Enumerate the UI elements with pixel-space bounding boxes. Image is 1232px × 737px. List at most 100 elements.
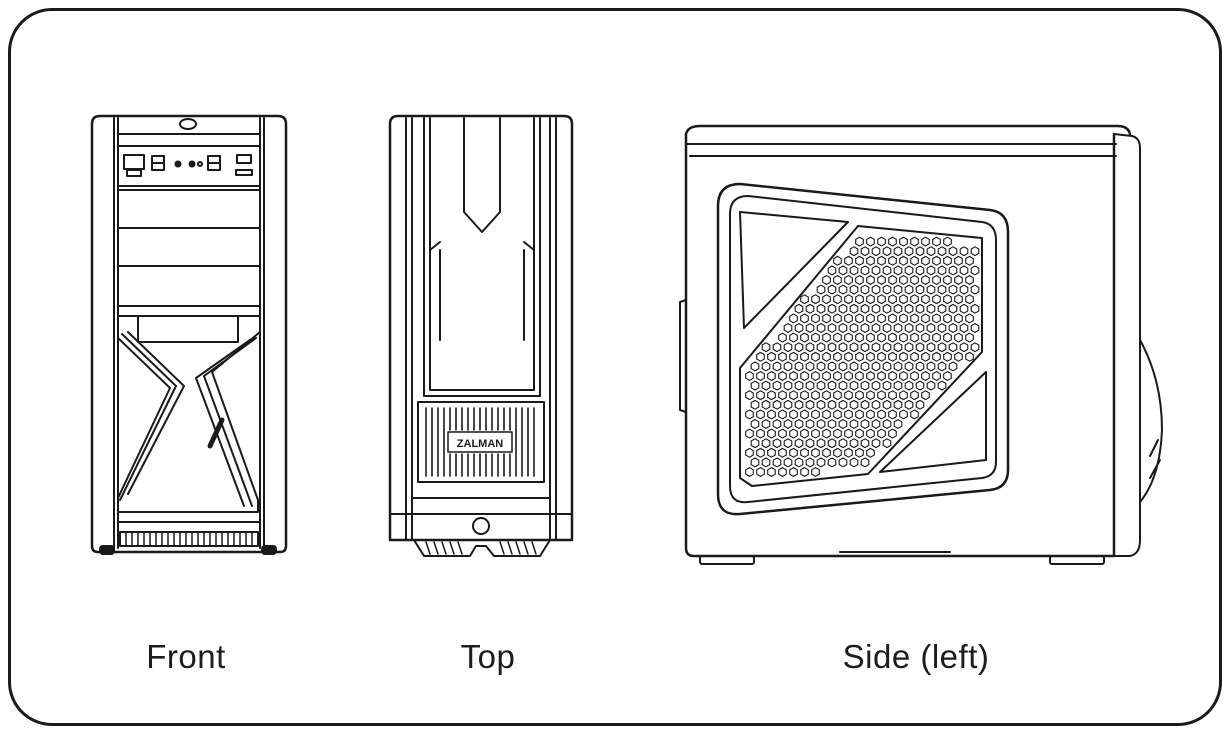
mesh-hole [910, 332, 919, 343]
mesh-hole [860, 323, 870, 333]
mesh-hole [794, 419, 804, 429]
mesh-hole [915, 265, 925, 276]
mesh-hole [926, 323, 936, 333]
mesh-hole [805, 380, 815, 391]
mesh-hole [948, 342, 958, 353]
mesh-hole [827, 399, 837, 410]
mesh-hole [888, 371, 897, 381]
mesh-hole [860, 438, 870, 449]
mesh-hole [811, 332, 820, 343]
mesh-hole [800, 351, 809, 362]
mesh-hole [965, 275, 974, 285]
mesh-hole [772, 342, 782, 353]
mesh-hole [822, 332, 831, 343]
mesh-hole [816, 438, 826, 449]
mesh-hole [800, 447, 809, 458]
mesh-hole [860, 265, 870, 276]
mesh-hole [794, 323, 804, 333]
mesh-hole [855, 409, 864, 420]
mesh-hole [805, 438, 815, 449]
honeycomb-mesh [745, 236, 980, 477]
mesh-hole [932, 294, 941, 305]
mesh-hole [893, 399, 903, 410]
mesh-hole [800, 390, 809, 401]
mesh-hole [904, 265, 914, 276]
mesh-hole [833, 313, 842, 324]
mesh-hole [800, 467, 809, 477]
mesh-hole [970, 303, 980, 314]
mesh-hole [899, 351, 908, 362]
mesh-hole [844, 447, 853, 458]
mesh-hole [871, 342, 881, 353]
mesh-hole [789, 371, 798, 381]
mesh-hole [943, 332, 952, 343]
mesh-hole [833, 275, 842, 285]
mesh-hole [822, 294, 831, 305]
mesh-hole [827, 419, 837, 429]
mesh-hole [822, 275, 831, 285]
mesh-hole [789, 390, 798, 401]
mesh-hole [789, 351, 798, 362]
mesh-hole [959, 342, 969, 353]
mesh-hole [833, 371, 842, 381]
mesh-hole [811, 351, 820, 362]
mesh-hole [783, 438, 793, 449]
mesh-hole [948, 361, 958, 372]
mesh-hole [783, 419, 793, 429]
mesh-hole [800, 332, 809, 343]
mesh-hole [756, 351, 765, 362]
mesh-hole [855, 294, 864, 305]
mesh-hole [915, 380, 925, 391]
mesh-hole [844, 275, 853, 285]
mesh-hole [849, 419, 859, 429]
mesh-hole [849, 438, 859, 449]
mesh-hole [882, 303, 892, 314]
mesh-hole [860, 380, 870, 391]
mesh-hole [811, 409, 820, 420]
mesh-hole [954, 275, 963, 285]
mesh-hole [794, 399, 804, 410]
mesh-hole [882, 342, 892, 353]
mesh-hole [877, 409, 886, 420]
mesh-hole [805, 361, 815, 372]
mesh-hole [855, 447, 864, 458]
mesh-hole [844, 428, 853, 439]
mesh-hole [899, 332, 908, 343]
mesh-hole [789, 428, 798, 439]
mesh-hole [750, 419, 760, 429]
mesh-hole [789, 447, 798, 458]
mesh-hole [921, 236, 930, 247]
mesh-hole [761, 438, 771, 449]
mesh-hole [893, 303, 903, 314]
mesh-hole [811, 428, 820, 439]
mesh-hole [877, 428, 886, 439]
mesh-hole [783, 457, 793, 468]
mesh-hole [805, 303, 815, 314]
mesh-hole [833, 390, 842, 401]
mesh-hole [816, 457, 826, 468]
mesh-hole [756, 409, 765, 420]
mesh-hole [855, 428, 864, 439]
mesh-hole [915, 246, 925, 257]
mesh-hole [849, 399, 859, 410]
mesh-hole [954, 313, 963, 324]
mesh-hole [970, 284, 980, 295]
side-caption: Side (left) [842, 638, 990, 675]
mesh-hole [838, 323, 848, 333]
mesh-hole [893, 246, 903, 257]
mesh-hole [860, 361, 870, 372]
mesh-hole [877, 390, 886, 401]
mesh-hole [954, 294, 963, 305]
mesh-hole [772, 457, 782, 468]
mesh-hole [855, 351, 864, 362]
mesh-hole [888, 255, 897, 266]
mesh-hole [783, 323, 793, 333]
mesh-hole [937, 303, 947, 314]
mesh-hole [822, 447, 831, 458]
mesh-hole [915, 399, 925, 410]
mesh-hole [761, 342, 771, 353]
mesh-hole [860, 303, 870, 314]
mesh-hole [899, 236, 908, 247]
mesh-hole [827, 323, 837, 333]
mesh-hole [794, 380, 804, 391]
